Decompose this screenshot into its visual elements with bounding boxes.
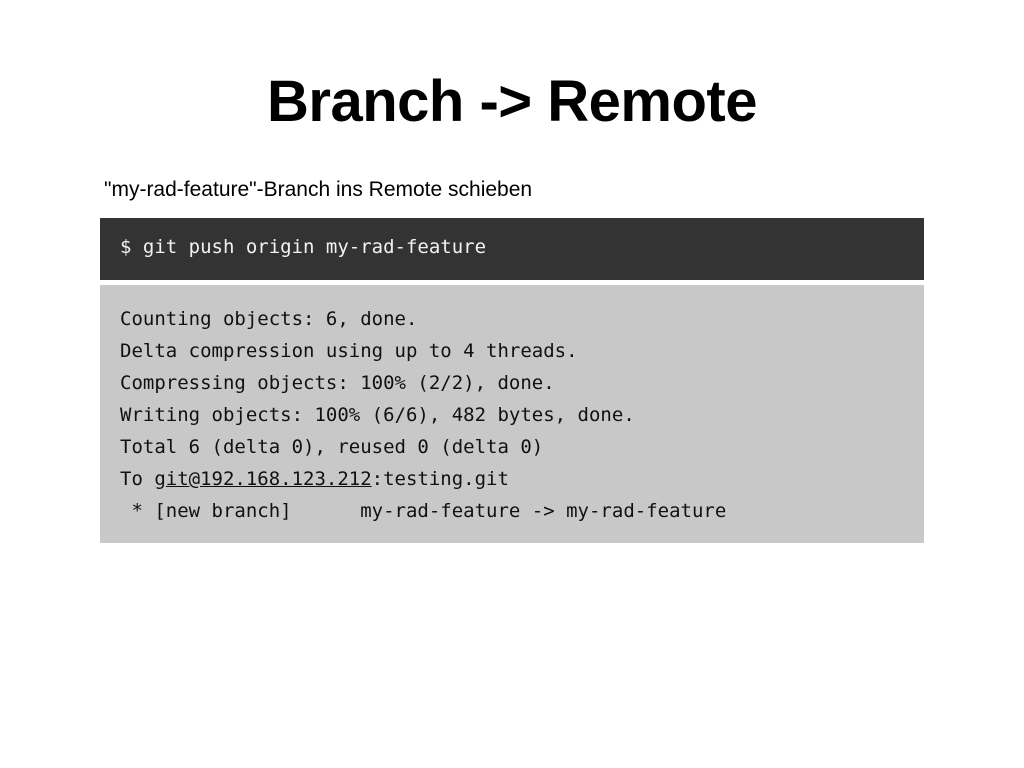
terminal-output-block: Counting objects: 6, done. Delta compres… — [100, 285, 924, 543]
page-title: Branch -> Remote — [267, 69, 757, 134]
terminal-command-block: $ git push origin my-rad-feature — [100, 218, 924, 280]
output-line: Total 6 (delta 0), reused 0 (delta 0) — [120, 436, 544, 458]
output-line-remote: To git@192.168.123.212:testing.git — [120, 463, 904, 495]
slide-subtitle: "my-rad-feature"-Branch ins Remote schie… — [104, 178, 533, 201]
terminal-command-line: $ git push origin my-rad-feature — [120, 236, 487, 258]
remote-url-link[interactable]: git@192.168.123.212 — [154, 468, 372, 490]
output-line: Writing objects: 100% (6/6), 482 bytes, … — [120, 404, 635, 426]
remote-line-suffix: :testing.git — [371, 468, 509, 490]
output-line-new-branch: * [new branch] my-rad-feature -> my-rad-… — [120, 500, 727, 522]
remote-line-prefix: To — [120, 468, 155, 490]
output-line: Counting objects: 6, done. — [120, 308, 418, 330]
output-line: Compressing objects: 100% (2/2), done. — [120, 372, 555, 394]
output-line: Delta compression using up to 4 threads. — [120, 340, 578, 362]
